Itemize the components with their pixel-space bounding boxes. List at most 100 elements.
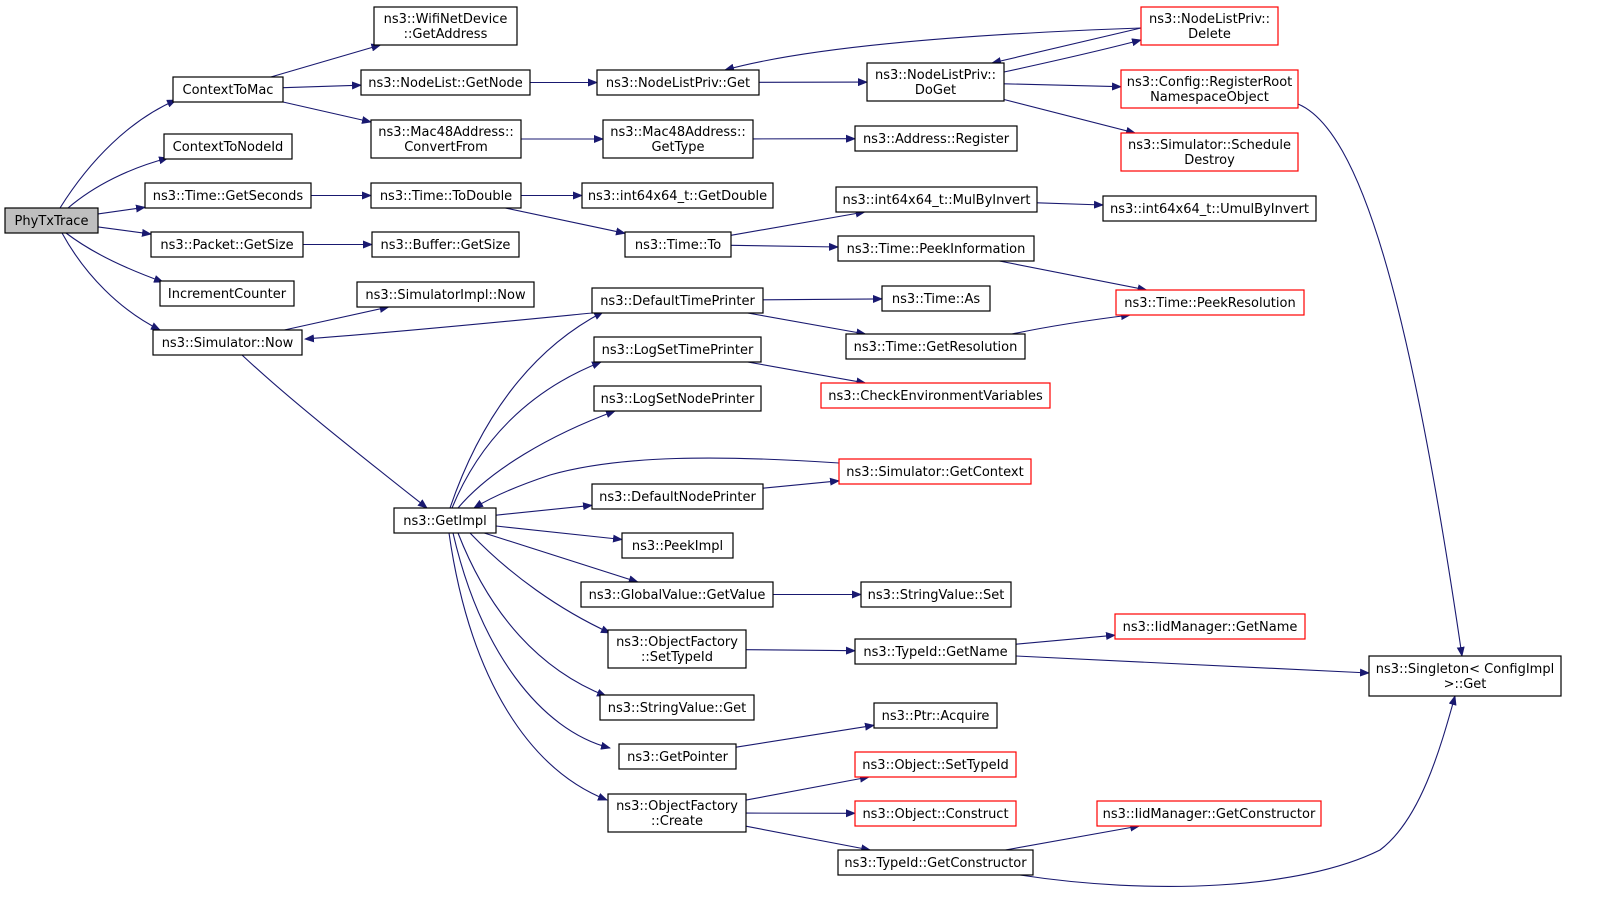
edge-n41-to-n48: [1019, 695, 1457, 887]
node-n3[interactable]: ns3::Time::GetSeconds: [144, 182, 312, 209]
edge-n0-to-n3: [97, 204, 146, 215]
node-label: ns3::IidManager::GetName: [1123, 620, 1298, 635]
node-n41[interactable]: ns3::TypeId::GetConstructor: [837, 849, 1034, 876]
node-n40[interactable]: ns3::Object::Construct: [854, 800, 1017, 827]
node-n17[interactable]: ns3::Time::To: [624, 231, 732, 258]
node-label: ns3::LogSetTimePrinter: [602, 343, 754, 358]
edge-n18-to-n33: [747, 312, 867, 337]
node-n9[interactable]: ns3::Mac48Address::ConvertFrom: [370, 119, 522, 159]
node-label: ::SetTypeId: [641, 650, 713, 665]
node-n22[interactable]: ns3::PeekImpl: [621, 532, 734, 559]
node-n0[interactable]: PhyTxTrace: [4, 207, 99, 234]
node-box: [835, 186, 1038, 213]
node-box: [621, 532, 734, 559]
node-box: [1096, 800, 1322, 827]
node-box: [144, 182, 312, 209]
edge-n13-to-n23: [484, 532, 639, 584]
node-label: ns3::Buffer::GetSize: [381, 238, 511, 253]
node-n24[interactable]: ns3::ObjectFactory::SetTypeId: [607, 629, 747, 669]
node-box: [602, 119, 754, 159]
node-box: [854, 125, 1018, 152]
node-label: ns3::Time::GetResolution: [854, 340, 1018, 355]
node-n49[interactable]: ns3::IidManager::GetConstructor: [1096, 800, 1322, 827]
node-n39[interactable]: ns3::Object::SetTypeId: [854, 751, 1017, 778]
edge-n41-to-n49: [1005, 823, 1141, 851]
node-box: [159, 280, 295, 307]
node-n2[interactable]: ContextToNodeId: [163, 133, 293, 160]
node-n30[interactable]: ns3::int64x64_t::MulByInvert: [835, 186, 1038, 213]
node-label: ns3::Mac48Address::: [610, 125, 745, 140]
node-label: NamespaceObject: [1150, 90, 1269, 105]
node-n35[interactable]: ns3::Simulator::GetContext: [838, 458, 1032, 485]
node-label: ns3::Time::As: [892, 292, 981, 307]
node-n18[interactable]: ns3::DefaultTimePrinter: [591, 287, 764, 314]
node-n14[interactable]: ns3::NodeListPriv::Get: [596, 69, 760, 96]
node-label: ns3::StringValue::Get: [608, 701, 746, 716]
edge-n37-to-n47: [1015, 632, 1116, 645]
node-n1[interactable]: ContextToMac: [172, 76, 284, 103]
node-n21[interactable]: ns3::DefaultNodePrinter: [591, 483, 764, 510]
node-box: [837, 235, 1035, 262]
node-n29[interactable]: ns3::Address::Register: [854, 125, 1018, 152]
node-n13[interactable]: ns3::GetImpl: [393, 507, 497, 534]
node-n48[interactable]: ns3::Singleton< ConfigImpl>::Get: [1368, 655, 1562, 697]
node-n16[interactable]: ns3::int64x64_t::GetDouble: [581, 182, 774, 209]
node-label: ns3::Singleton< ConfigImpl: [1376, 662, 1554, 677]
node-n45[interactable]: ns3::int64x64_t::UmulByInvert: [1102, 195, 1317, 222]
node-label: ConvertFrom: [404, 140, 488, 155]
node-n15[interactable]: ns3::Mac48Address::GetType: [602, 119, 754, 159]
node-box: [152, 329, 303, 356]
node-n4[interactable]: ns3::Packet::GetSize: [150, 231, 304, 258]
node-label: ns3::Time::ToDouble: [380, 189, 512, 204]
node-n12[interactable]: ns3::SimulatorImpl::Now: [356, 281, 535, 308]
edge-n0-to-n5: [65, 232, 164, 283]
node-n28[interactable]: ns3::NodeListPriv::DoGet: [866, 62, 1005, 102]
node-n25[interactable]: ns3::StringValue::Get: [599, 694, 755, 721]
node-box: [393, 507, 497, 534]
node-n6[interactable]: ns3::Simulator::Now: [152, 329, 303, 356]
edge-n17-to-n31: [730, 242, 839, 251]
node-n8[interactable]: ns3::NodeList::GetNode: [360, 69, 531, 96]
node-label: ContextToMac: [183, 83, 274, 98]
node-box: [873, 702, 998, 729]
node-n27[interactable]: ns3::ObjectFactory::Create: [607, 793, 747, 833]
node-n32[interactable]: ns3::Time::As: [881, 285, 991, 312]
node-label: DoGet: [915, 83, 956, 98]
node-box: [838, 458, 1032, 485]
node-n36[interactable]: ns3::StringValue::Set: [860, 581, 1012, 608]
node-box: [854, 638, 1017, 665]
node-label: IncrementCounter: [168, 287, 287, 302]
edge-n27-to-n41: [745, 825, 872, 853]
node-n42[interactable]: ns3::NodeListPriv::Delete: [1140, 6, 1279, 46]
edge-n24-to-n37: [745, 646, 856, 655]
node-box: [1120, 69, 1299, 109]
node-n26[interactable]: ns3::GetPointer: [618, 743, 737, 770]
node-box: [580, 581, 774, 608]
node-n46[interactable]: ns3::Time::PeekResolution: [1115, 289, 1305, 316]
node-n5[interactable]: IncrementCounter: [159, 280, 295, 307]
node-n19[interactable]: ns3::LogSetTimePrinter: [593, 336, 762, 363]
node-n23[interactable]: ns3::GlobalValue::GetValue: [580, 581, 774, 608]
node-n31[interactable]: ns3::Time::PeekInformation: [837, 235, 1035, 262]
node-n47[interactable]: ns3::IidManager::GetName: [1114, 613, 1306, 640]
node-n20[interactable]: ns3::LogSetNodePrinter: [593, 385, 762, 412]
node-box: [360, 69, 531, 96]
edge-n43-to-n48: [1297, 103, 1465, 657]
node-box: [854, 751, 1017, 778]
edge-n1-to-n8: [282, 81, 362, 90]
edge-n21-to-n35: [762, 477, 840, 489]
node-box: [373, 6, 518, 46]
node-n38[interactable]: ns3::Ptr::Acquire: [873, 702, 998, 729]
node-n37[interactable]: ns3::TypeId::GetName: [854, 638, 1017, 665]
node-n11[interactable]: ns3::Buffer::GetSize: [371, 231, 520, 258]
node-label: ns3::TypeId::GetName: [863, 645, 1007, 660]
node-n10[interactable]: ns3::Time::ToDouble: [370, 182, 522, 209]
node-n34[interactable]: ns3::CheckEnvironmentVariables: [820, 382, 1051, 409]
node-n33[interactable]: ns3::Time::GetResolution: [845, 333, 1026, 360]
node-box: [591, 287, 764, 314]
edges-layer: [59, 27, 1465, 887]
node-label: ns3::Config::RegisterRoot: [1127, 75, 1293, 90]
node-n7[interactable]: ns3::WifiNetDevice::GetAddress: [373, 6, 518, 46]
